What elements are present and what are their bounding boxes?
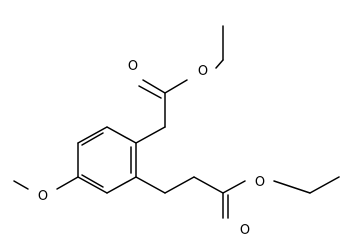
bond-ch2-ch2-bottom [164, 176, 195, 194]
bond-ring-1 [106, 126, 137, 144]
bond-ring-6 [77, 126, 108, 144]
bond-ester-o-to-ch2-top [215, 59, 224, 69]
atom-label-carbonyl-oxygen-bottom: O [240, 223, 250, 238]
bond-methoxy-o-to-ch3 [13, 180, 29, 190]
bond-ch2-to-carbonyl-bottom [193, 176, 224, 194]
atom-labels: O O O O O [38, 59, 265, 238]
bond-ring-4 [77, 176, 108, 194]
bond-carbonyl-top-double-a [142, 79, 166, 94]
bond-ring-to-ch2-top [135, 126, 166, 144]
atom-label-carbonyl-oxygen-top: O [128, 59, 138, 74]
bond-ring-inner-3 [81, 132, 104, 146]
atom-label-ester-oxygen-top: O [198, 64, 208, 79]
bond-carbonyl-top-double-b [138, 85, 162, 99]
bond-ethyl-bottom [309, 176, 340, 194]
atom-label-ester-oxygen-bottom: O [255, 175, 265, 190]
atom-label-methoxy-oxygen: O [38, 189, 48, 204]
bond-ring-3 [106, 176, 137, 194]
bond-ring-to-ch2-bottom [135, 176, 166, 194]
bond-ester-o-to-ch2-bottom [273, 180, 311, 194]
bond-carbonyl-to-ester-o-top [164, 79, 188, 94]
bond-ring-to-methoxy-o [56, 176, 79, 190]
bonds [13, 25, 340, 219]
bond-carbonyl-to-ester-o-bottom [222, 180, 246, 194]
bond-ring-inner-2 [81, 174, 104, 188]
